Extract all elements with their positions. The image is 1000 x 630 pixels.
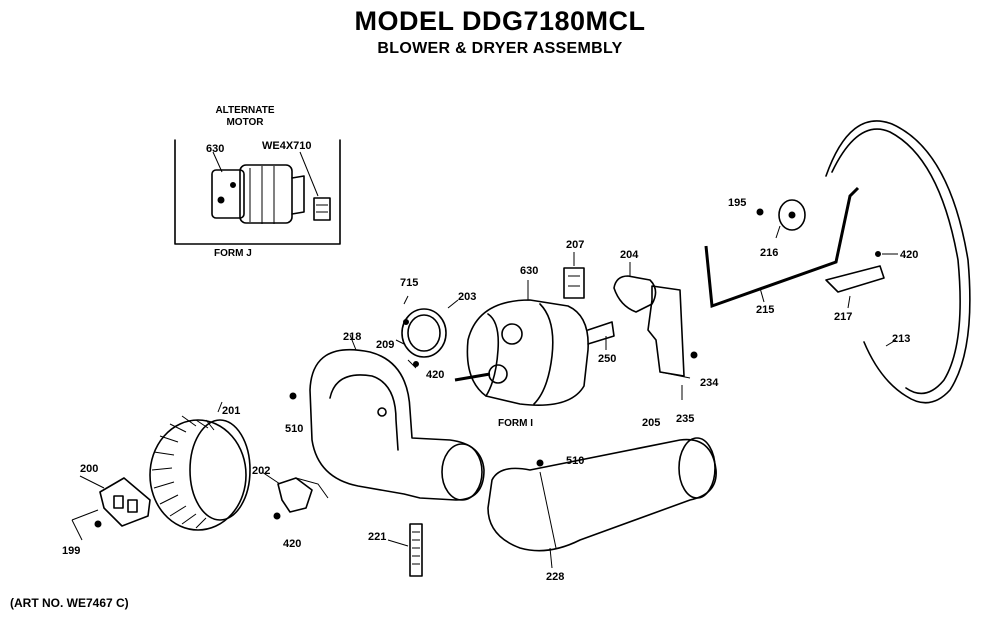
arm-bracket	[825, 265, 885, 309]
callout-203: 203	[458, 291, 476, 303]
callout-201: 201	[222, 405, 240, 417]
alternate-motor-inset: ALTERNATE MOTOR 630 WE4X710 FORM J	[174, 105, 341, 259]
callout-200: 200	[80, 463, 98, 475]
drive-motor	[454, 280, 615, 406]
callout-250: 250	[598, 353, 616, 365]
retainer-195	[756, 208, 764, 216]
screw-510-a	[289, 392, 297, 400]
alternate-motor	[211, 151, 305, 224]
callout-217: 217	[834, 311, 852, 323]
callout-420-a: 420	[283, 538, 301, 550]
inset-heading-line1: ALTERNATE	[215, 105, 274, 116]
callout-202: 202	[252, 465, 270, 477]
exhaust-duct	[487, 437, 717, 569]
screw-199	[94, 520, 102, 528]
drive-belt	[825, 120, 971, 404]
inset-callout-switch: WE4X710	[262, 140, 312, 152]
motor-mount-strap	[395, 295, 459, 369]
blower-housing	[309, 334, 485, 501]
callout-715: 715	[400, 277, 418, 289]
motor-relay-switch	[563, 252, 585, 299]
idler-arm	[704, 186, 860, 309]
callout-209: 209	[376, 339, 394, 351]
callout-218: 218	[343, 331, 361, 343]
callout-199: 199	[62, 545, 80, 557]
idler-pulley	[775, 199, 806, 239]
blower-wheel	[149, 401, 251, 531]
screw-420-a	[273, 512, 281, 520]
terminal-block	[71, 475, 151, 541]
callout-215: 215	[756, 304, 774, 316]
callout-228: 228	[546, 571, 564, 583]
blower-bracket	[261, 471, 329, 513]
callout-234: 234	[700, 377, 719, 389]
callout-195: 195	[728, 197, 746, 209]
callout-204: 204	[620, 249, 639, 261]
callout-630: 630	[520, 265, 538, 277]
form-i-label: FORM I	[498, 418, 533, 429]
callout-420-c: 420	[900, 249, 918, 261]
callout-221: 221	[368, 531, 386, 543]
callout-235: 235	[676, 413, 694, 425]
screw-234	[690, 351, 698, 359]
foam-seal	[387, 523, 423, 577]
page-title: MODEL DDG7180MCL	[354, 6, 646, 36]
callout-216: 216	[760, 247, 778, 259]
inset-heading-line2: MOTOR	[226, 117, 264, 128]
bolt-715	[403, 319, 409, 325]
callout-420-b: 420	[426, 369, 444, 381]
callout-207: 207	[566, 239, 584, 251]
idler-bracket	[613, 262, 691, 379]
inset-frame	[174, 139, 341, 245]
inset-form-label: FORM J	[214, 248, 252, 259]
inset-callout-630: 630	[206, 143, 224, 155]
art-number: (ART NO. WE7467 C)	[10, 596, 129, 610]
callout-213: 213	[892, 333, 910, 345]
motor-switch	[299, 151, 331, 221]
screw-420-c	[875, 251, 881, 257]
screw-420-b	[413, 361, 419, 367]
callout-205: 205	[642, 417, 660, 429]
callout-510-b: 510	[566, 455, 584, 467]
screw-510-b	[536, 459, 544, 467]
page-subtitle: BLOWER & DRYER ASSEMBLY	[377, 40, 623, 57]
callout-510-a: 510	[285, 423, 303, 435]
